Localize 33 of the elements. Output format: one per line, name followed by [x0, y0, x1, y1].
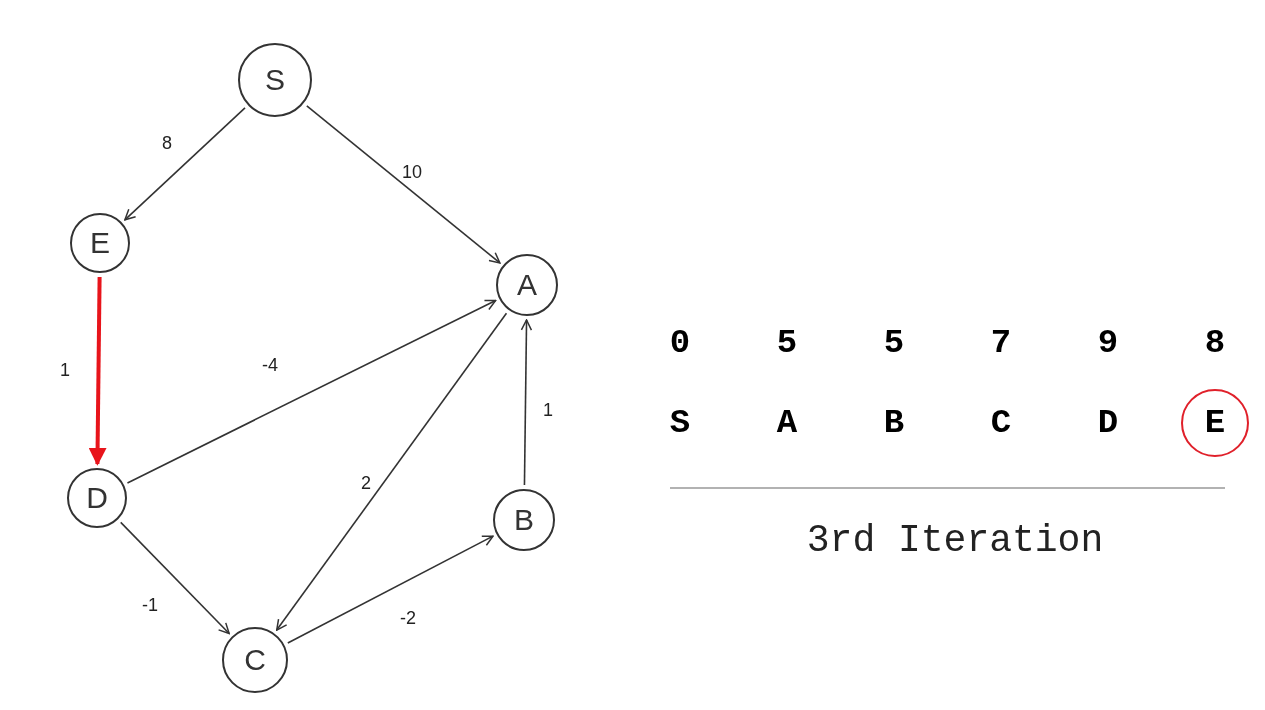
graph-node: E	[70, 213, 130, 273]
table-cell-text: D	[1097, 406, 1119, 440]
caption-text: 3rd Iteration	[806, 522, 1104, 560]
edge-label: 1	[58, 361, 72, 379]
table-cell-text: S	[669, 406, 691, 440]
edge-label: 2	[359, 474, 373, 492]
edge-label: -1	[140, 596, 160, 614]
graph-node: S	[238, 43, 312, 117]
edge-label: 1	[541, 401, 555, 419]
arrow	[306, 105, 501, 264]
edge-label: 10	[400, 163, 424, 181]
graph-node: C	[222, 627, 288, 693]
table-cell-text: A	[776, 406, 798, 440]
arrow	[124, 107, 246, 221]
table-cell-text: 5	[776, 326, 798, 360]
arrow	[287, 535, 494, 644]
table-cell-text: 5	[883, 326, 905, 360]
table-cell-text: 0	[669, 326, 691, 360]
table-cell-text: B	[883, 406, 905, 440]
edge-label: 8	[160, 134, 174, 152]
graph-node: D	[67, 468, 127, 528]
graph-node: B	[493, 489, 555, 551]
arrow	[88, 276, 107, 466]
arrow	[119, 521, 230, 635]
table-cell-text: 9	[1097, 326, 1119, 360]
table-cell-text: C	[990, 406, 1012, 440]
edge-label: -2	[398, 609, 418, 627]
table-cell-text: 7	[990, 326, 1012, 360]
graph-node: A	[496, 254, 558, 316]
edge-label: -4	[260, 356, 280, 374]
table-cell-text: 8	[1204, 326, 1226, 360]
arrow	[520, 319, 533, 486]
arrow	[126, 299, 497, 484]
